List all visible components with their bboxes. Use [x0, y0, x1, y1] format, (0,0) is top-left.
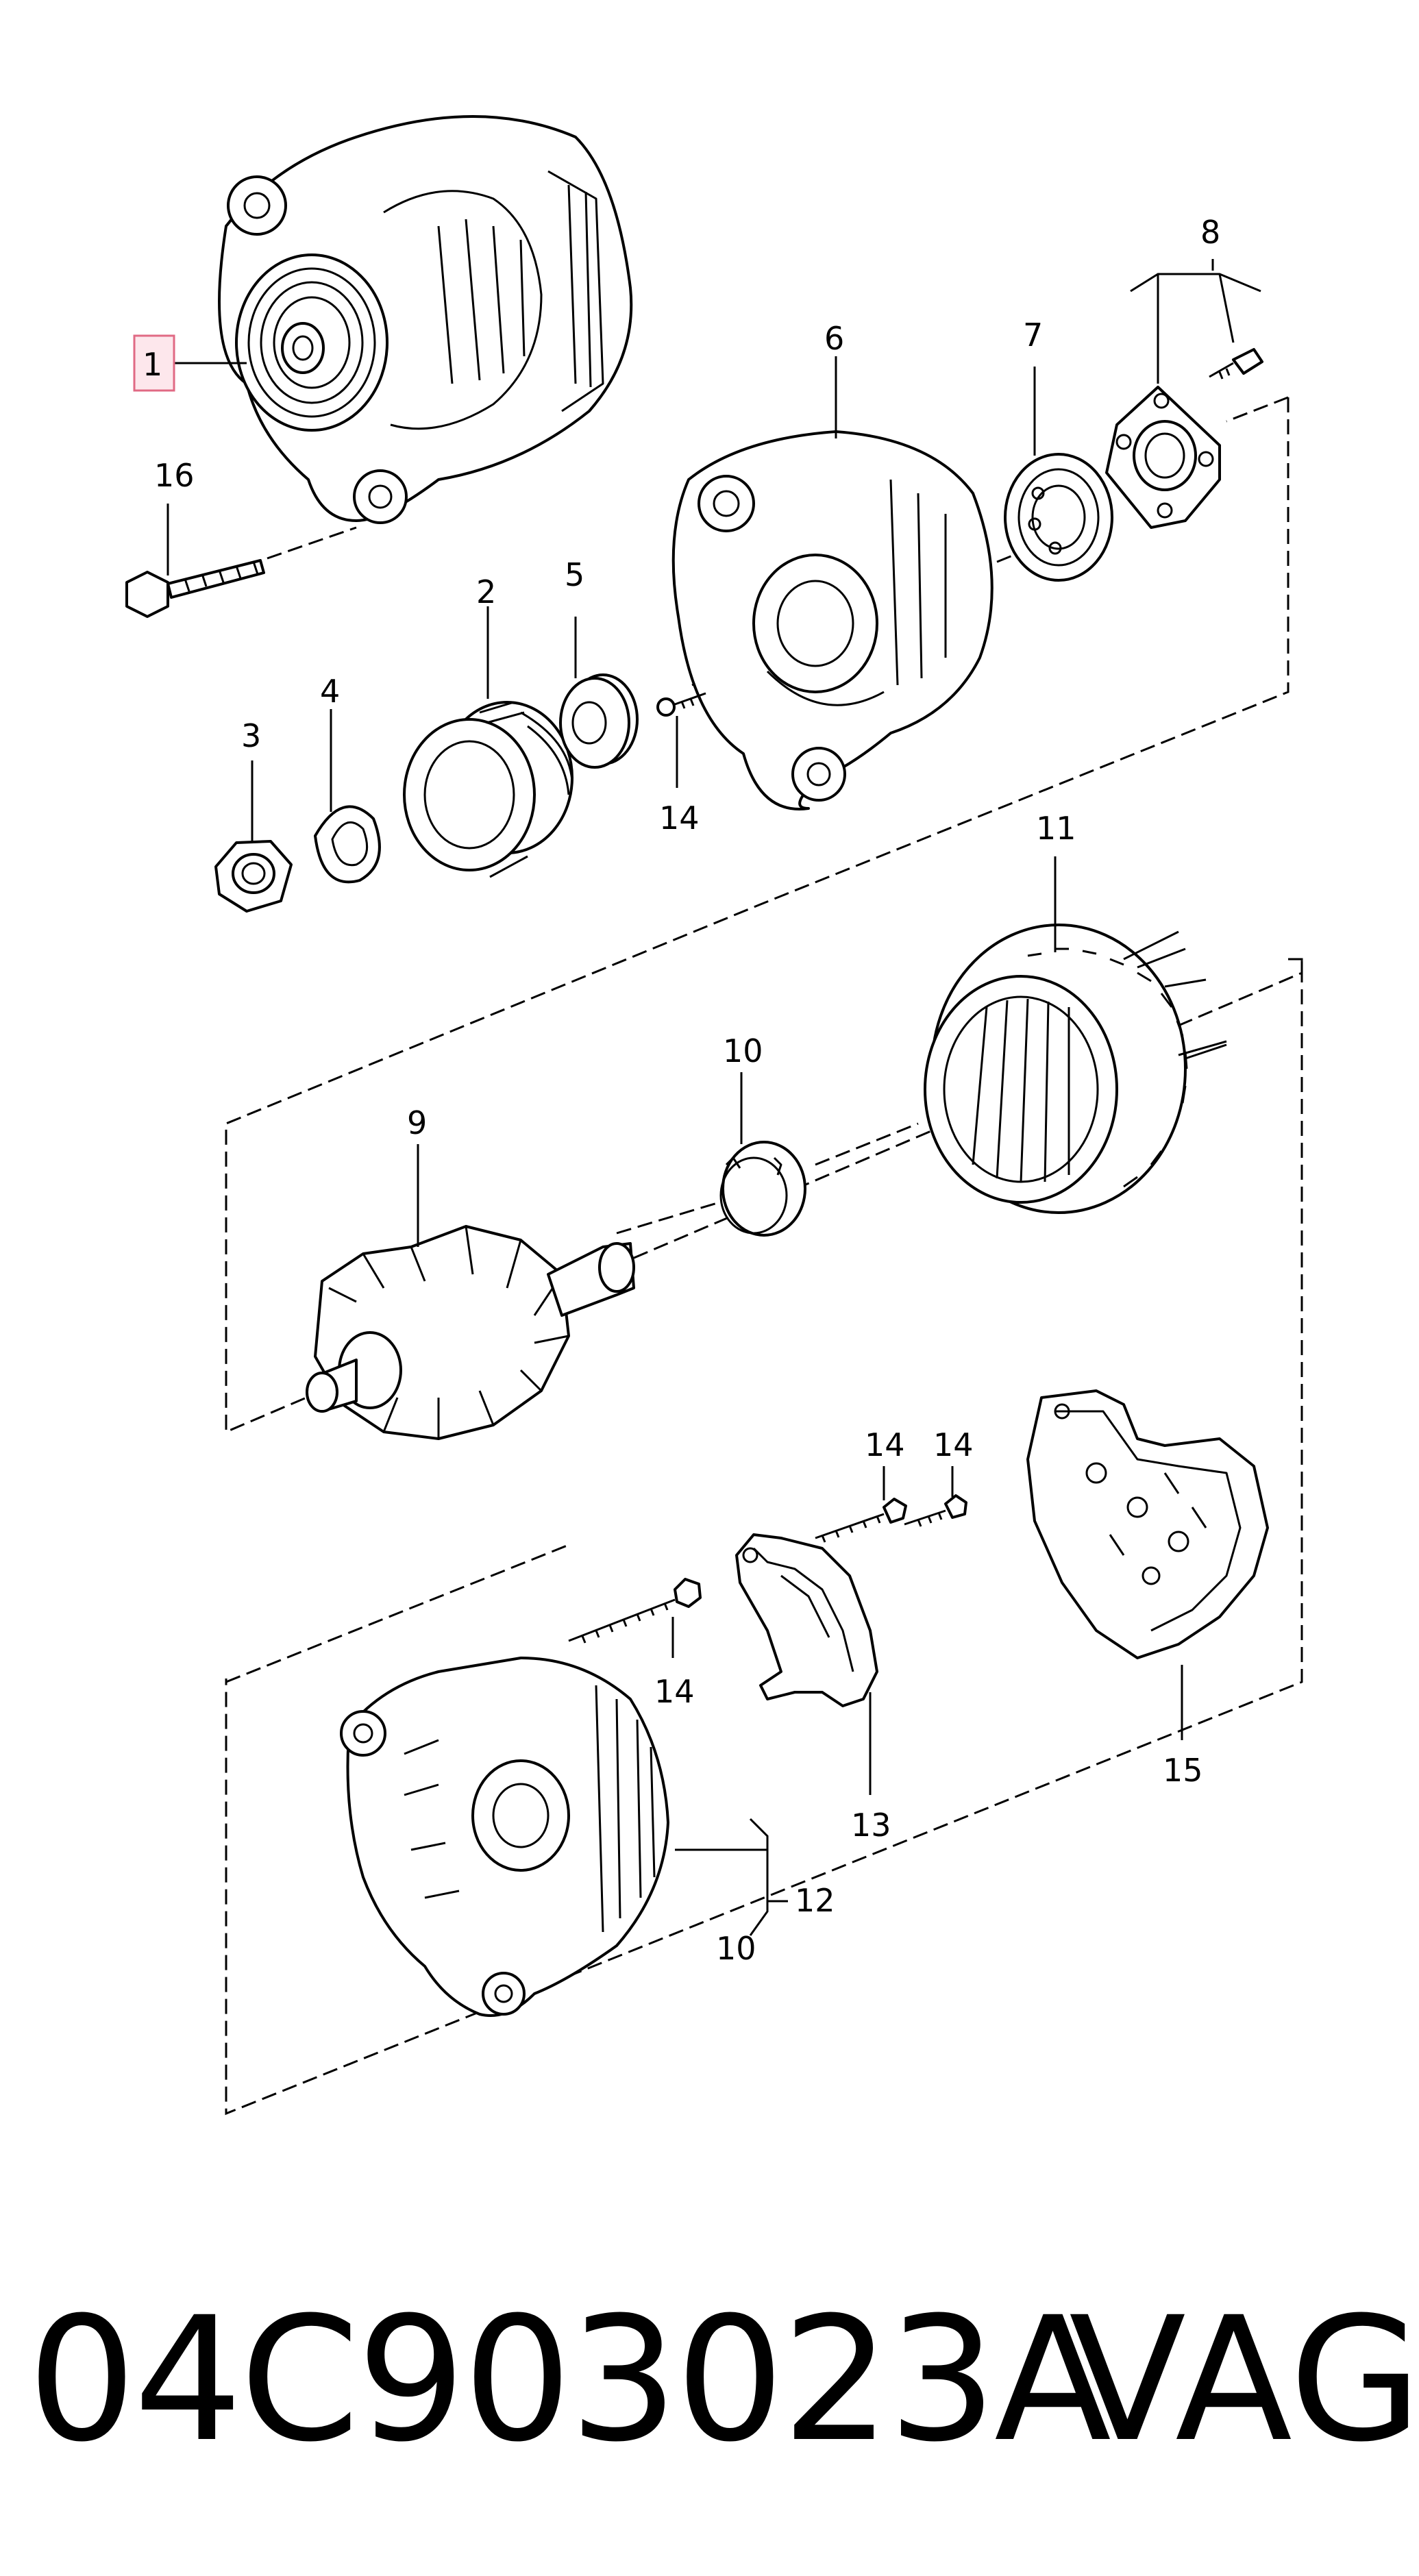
callout-14-upper[interactable]: 14: [659, 800, 700, 837]
callout-14-middle-right[interactable]: 14: [933, 1426, 974, 1463]
leader-lines: [166, 259, 1261, 1936]
through-bolt[interactable]: [568, 1578, 702, 1644]
spacer-washer[interactable]: [559, 673, 639, 769]
rear-cover[interactable]: [1026, 1389, 1269, 1659]
callout-13[interactable]: 13: [851, 1807, 891, 1844]
slip-ring-end-housing[interactable]: [340, 1657, 669, 2017]
part-number: 04C903023A: [27, 2280, 1110, 2479]
callout-5[interactable]: 5: [565, 556, 584, 593]
drive-end-housing[interactable]: [671, 430, 994, 810]
callout-11[interactable]: 11: [1036, 810, 1076, 847]
slip-ring-collar[interactable]: [616, 1122, 919, 1237]
brand-name: VAG: [1069, 2280, 1419, 2479]
regulator-screw-short[interactable]: [904, 1494, 967, 1527]
callout-6[interactable]: 6: [824, 320, 844, 357]
callout-2[interactable]: 2: [476, 573, 496, 610]
callout-12[interactable]: 12: [795, 1882, 835, 1919]
footer: 04C903023A VAG: [27, 2280, 1419, 2479]
callout-14-lower[interactable]: 14: [654, 1673, 695, 1710]
mounting-bolt[interactable]: [125, 526, 357, 618]
callout-1-highlight: [133, 334, 175, 392]
ball-bearing[interactable]: [1004, 453, 1113, 582]
bearing-retainer-plate[interactable]: [1105, 386, 1221, 529]
stator[interactable]: [924, 924, 1227, 1214]
callout-15[interactable]: 15: [1163, 1752, 1203, 1789]
callout-16[interactable]: 16: [154, 457, 195, 494]
callout-3[interactable]: 3: [241, 717, 261, 754]
voltage-regulator[interactable]: [735, 1533, 878, 1707]
housing-screw[interactable]: [656, 692, 706, 717]
retainer-screw[interactable]: [1209, 348, 1263, 380]
belt-pulley[interactable]: [403, 701, 573, 878]
callout-8[interactable]: 8: [1200, 214, 1220, 251]
callout-10-housing[interactable]: 10: [716, 1930, 756, 1967]
callout-1[interactable]: 1: [143, 346, 162, 383]
callout-labels: 1 16 2 5 3 4 6 7 8 14 11 10 9 14 14 14 1…: [133, 214, 1220, 1967]
lock-washer[interactable]: [314, 805, 381, 884]
hex-nut[interactable]: [214, 840, 293, 913]
rotor[interactable]: [306, 1225, 635, 1440]
callout-9[interactable]: 9: [407, 1104, 427, 1141]
alternator-assembly[interactable]: [218, 115, 633, 524]
callout-14-middle-left[interactable]: 14: [865, 1426, 905, 1463]
callout-10-collar[interactable]: 10: [723, 1032, 763, 1069]
callout-7[interactable]: 7: [1023, 317, 1043, 354]
callout-4[interactable]: 4: [320, 673, 340, 710]
regulator-screw-long[interactable]: [815, 1498, 907, 1543]
